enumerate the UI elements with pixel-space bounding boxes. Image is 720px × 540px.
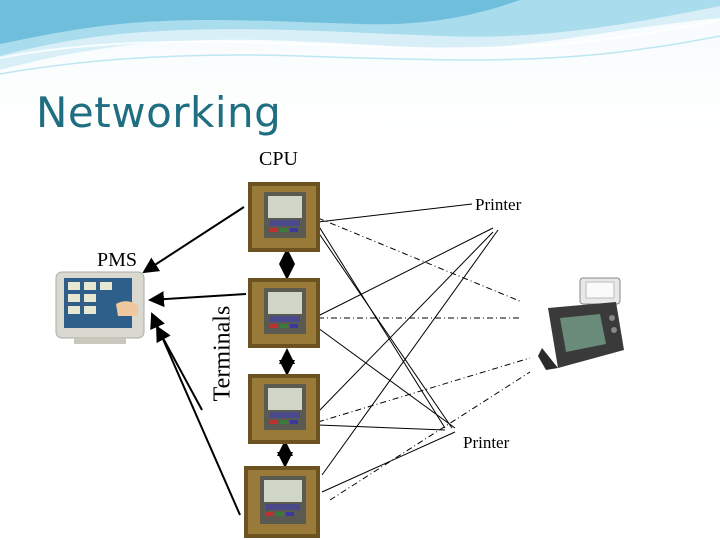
label-terminals: Terminals [209, 305, 236, 402]
terminal-icon-3 [248, 374, 320, 444]
label-printer-bottom: Printer [463, 433, 510, 452]
handheld-printer-icon [538, 277, 624, 370]
stack-arrows [277, 248, 295, 468]
pms-monitor-icon [55, 271, 145, 344]
solid-links [317, 203, 499, 493]
dashed-links [317, 217, 531, 501]
wave-header [0, 0, 720, 75]
terminal-icon-2 [248, 278, 320, 348]
slide-title: Networking [36, 88, 282, 137]
terminal-icon-4 [244, 466, 320, 538]
cpu-terminal-icon [248, 182, 320, 252]
label-pms: PMS [97, 249, 138, 271]
label-printer-top: Printer [475, 195, 522, 214]
pms-arrows [142, 206, 247, 516]
label-cpu: CPU [259, 148, 298, 170]
